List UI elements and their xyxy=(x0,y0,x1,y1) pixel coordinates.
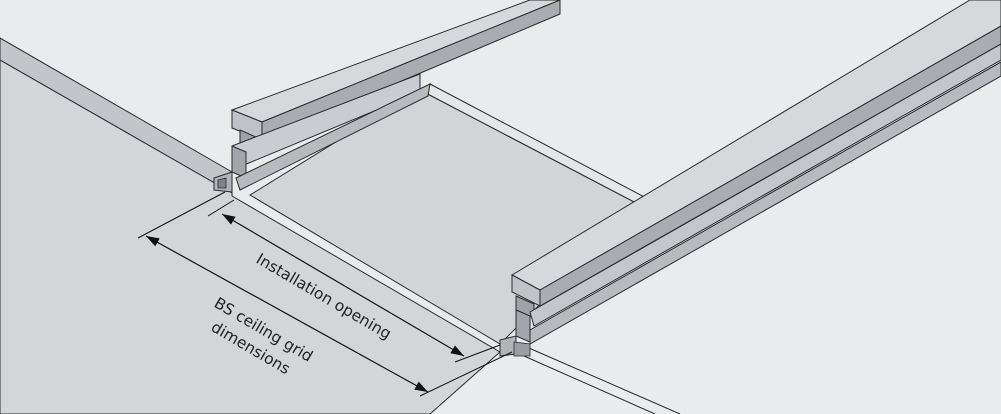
right-main-rail xyxy=(499,0,1001,357)
upper-rail xyxy=(213,0,561,193)
bottom-right-panel xyxy=(514,344,1001,414)
grid-dimensions-arrow xyxy=(145,235,429,393)
dimension-guides xyxy=(137,191,513,397)
